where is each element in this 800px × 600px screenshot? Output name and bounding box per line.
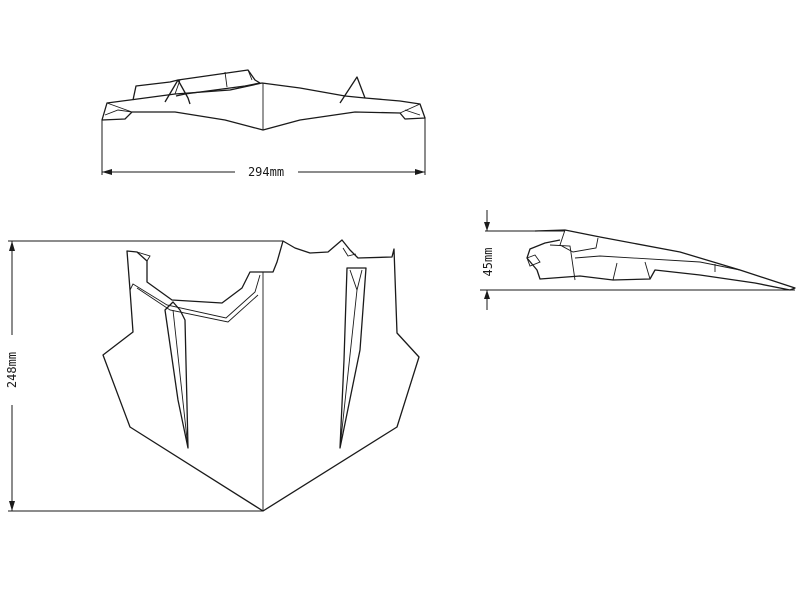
side-view: 45mm (480, 210, 796, 310)
depth-dimension-label: 45mm (481, 248, 495, 277)
width-dimension-label: 294mm (248, 165, 284, 179)
front-view: 248mm (5, 239, 420, 512)
top-view: 294mm (101, 69, 426, 179)
height-dimension-label: 248mm (5, 352, 19, 388)
